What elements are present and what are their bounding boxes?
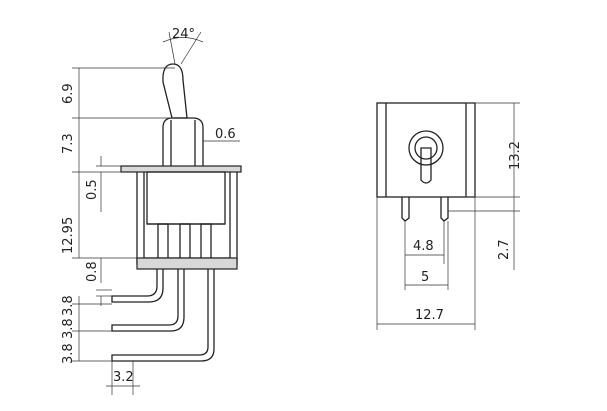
terminal-spacing-inner-label: 4.8	[413, 239, 434, 254]
bushing-height-label: 7.3	[61, 133, 76, 154]
front-lever	[420, 147, 432, 184]
front-view	[376, 102, 476, 222]
terminal-2	[111, 269, 185, 332]
bracket	[136, 172, 238, 265]
body-height-label: 12.95	[61, 217, 76, 254]
front-terminal-left	[401, 197, 410, 222]
front-view-dimensions: 13.2 2.7 4.8 5 12.7	[376, 102, 523, 330]
front-housing	[376, 102, 476, 198]
terminal-pitch-label-1: 3.8	[61, 295, 76, 316]
terminal-height-label: 2.7	[497, 239, 512, 260]
front-bushing	[408, 130, 444, 166]
terminal-pitch-label-3: 3.8	[61, 343, 76, 364]
front-width-label: 12.7	[415, 308, 444, 323]
front-terminal-right	[440, 197, 449, 222]
lever-height-label: 6.9	[61, 83, 76, 104]
terminal-3	[111, 269, 215, 362]
angle-label: 24°	[172, 27, 195, 42]
bushing	[162, 117, 204, 168]
front-height-label: 13.2	[508, 141, 523, 170]
bushing-offset-label: 0.6	[215, 127, 236, 142]
switch-body	[146, 171, 226, 225]
terminal-spacing-label: 5	[421, 270, 429, 285]
terminal-width-label: 0.8	[85, 261, 100, 282]
mounting-plate	[120, 165, 242, 173]
terminal-1	[111, 269, 164, 303]
terminal-pitch-label-2: 3.8	[61, 318, 76, 339]
toggle-lever	[162, 63, 188, 119]
side-view	[111, 63, 242, 362]
side-view-dimensions: 24° 6.9 7.3 0.6 0.5 12.95 0.8 3.8 3.8	[61, 27, 240, 395]
terminal-offset-label: 3.2	[113, 370, 134, 385]
switch-base	[136, 257, 238, 270]
plate-thickness-label: 0.5	[85, 179, 100, 200]
